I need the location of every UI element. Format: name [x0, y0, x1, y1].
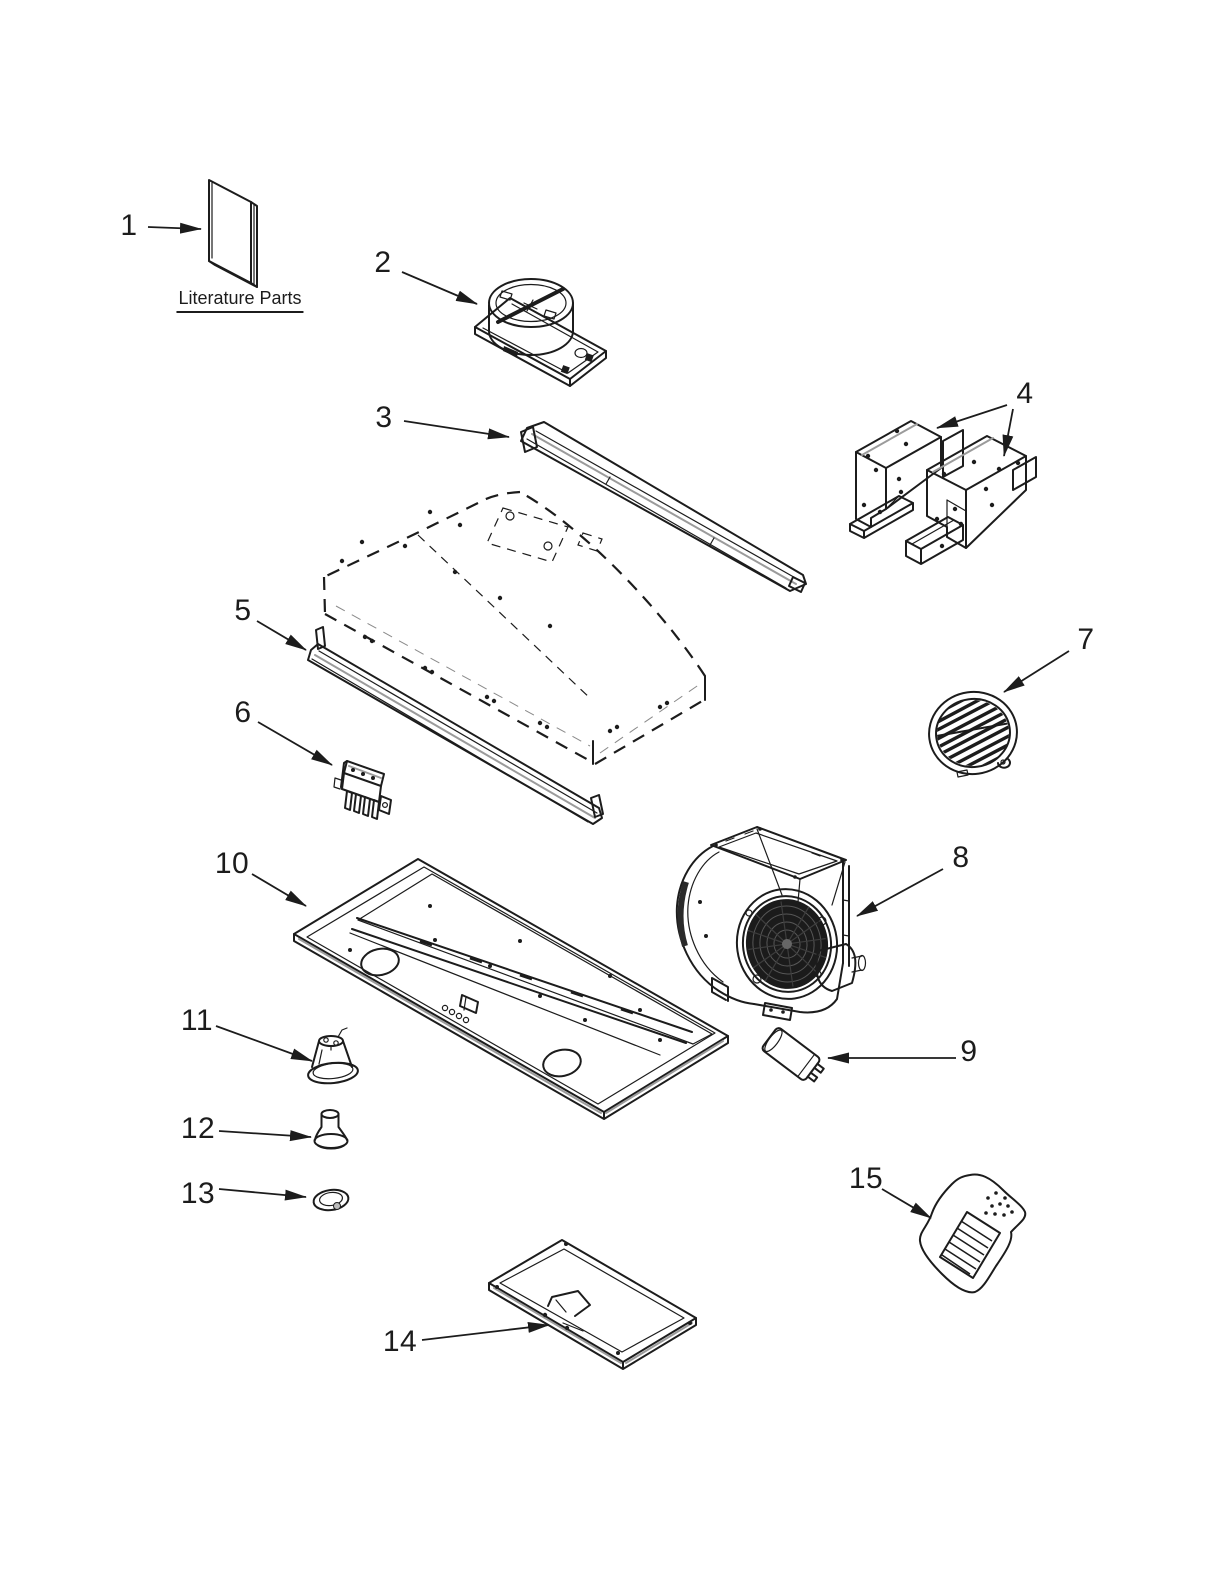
callout-4: 4 — [1016, 377, 1034, 410]
callout-13: 13 — [180, 1177, 216, 1210]
callout-7: 7 — [1077, 623, 1095, 656]
callout-12: 12 — [180, 1112, 216, 1145]
part-12-lamp-lens — [313, 1109, 349, 1150]
callout-9: 9 — [960, 1035, 978, 1068]
part-15-wiring-label — [918, 1173, 1027, 1294]
callout-1: 1 — [120, 209, 138, 242]
literature-parts-label: Literature Parts — [176, 288, 304, 313]
callout-2: 2 — [374, 246, 392, 279]
part-11-lamp-socket — [307, 1027, 359, 1085]
callout-8: 8 — [952, 841, 970, 874]
part-2-damper-assembly — [474, 278, 607, 387]
part-13-trim-ring — [312, 1188, 350, 1212]
part-9-capacitor — [761, 1027, 825, 1083]
callout-15: 15 — [848, 1162, 884, 1195]
part-1-literature-booklet — [208, 179, 258, 288]
part-14-filter-frame — [488, 1239, 697, 1370]
part-6-terminal-block — [333, 760, 392, 820]
callout-11: 11 — [180, 1004, 214, 1037]
callout-14: 14 — [382, 1325, 418, 1358]
part-10-bottom-frame — [293, 858, 729, 1120]
part-7-round-grille — [928, 690, 1018, 778]
callout-6: 6 — [234, 696, 252, 729]
callout-5: 5 — [234, 594, 252, 627]
hood-body-outline — [322, 490, 706, 765]
part-8-blower-assembly — [675, 826, 867, 1021]
part-3-top-rail — [520, 421, 807, 593]
callout-3: 3 — [375, 401, 393, 434]
part-5-front-rail — [307, 626, 604, 825]
callout-arrows — [147, 222, 1070, 1341]
callout-10: 10 — [214, 847, 250, 880]
part-4-mounting-brackets — [849, 420, 1037, 565]
